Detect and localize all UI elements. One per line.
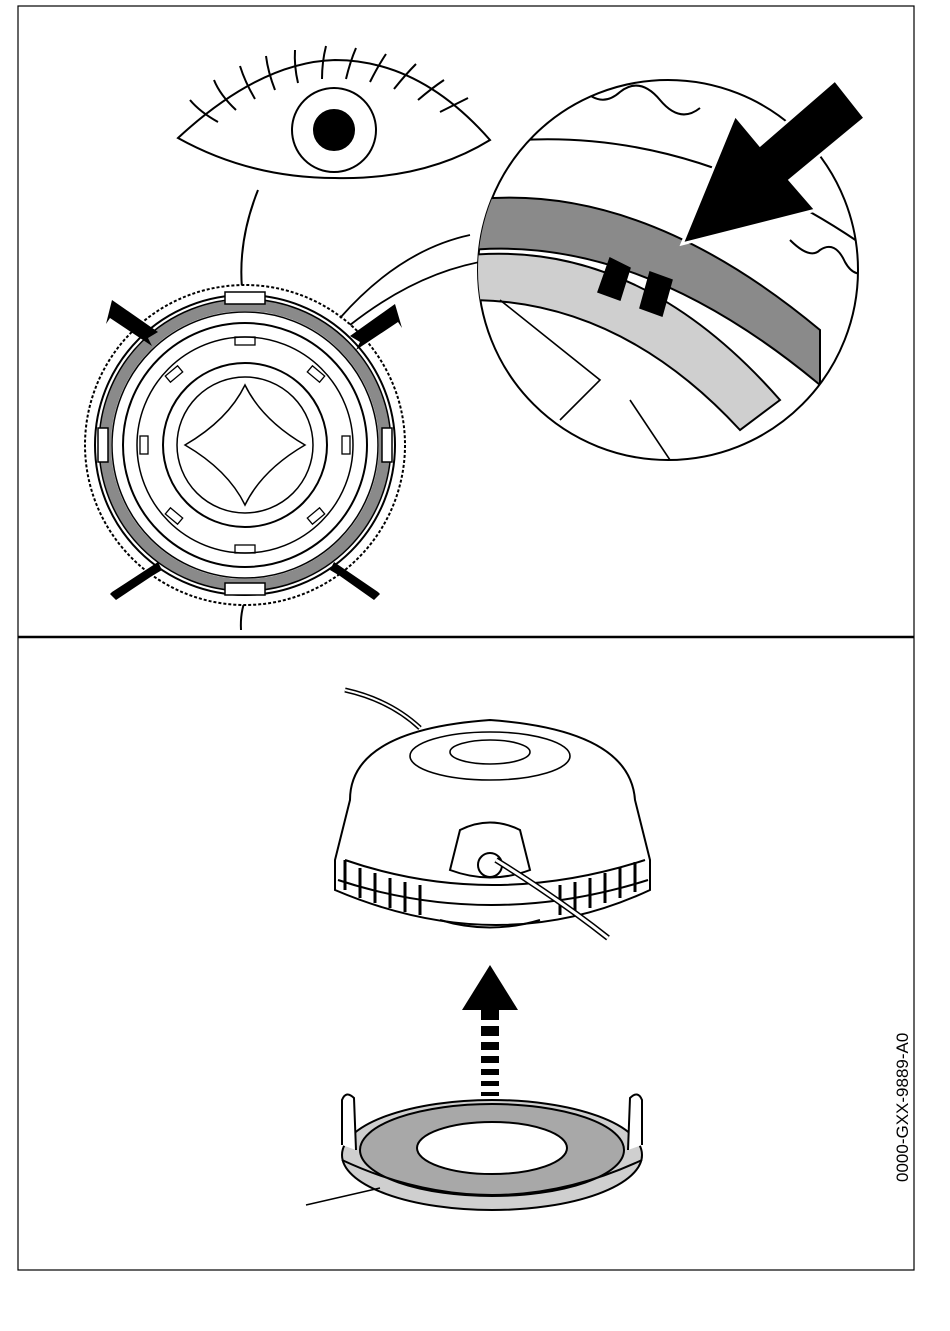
top-panel xyxy=(85,46,870,630)
document-code-text: 0000-GXX-9889-A0 xyxy=(893,1033,913,1182)
base-ring xyxy=(306,1094,642,1210)
trimmer-head-cover xyxy=(335,690,650,938)
dashed-up-arrow-icon xyxy=(462,965,518,1096)
trimmer-line xyxy=(241,190,258,288)
eye-icon xyxy=(178,46,490,178)
bottom-panel xyxy=(306,690,650,1210)
